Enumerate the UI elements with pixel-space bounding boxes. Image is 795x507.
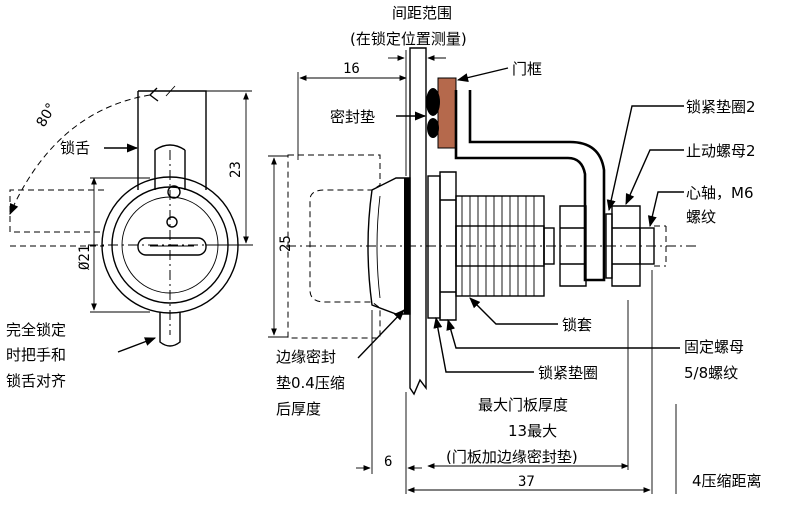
pin-hole (166, 216, 178, 228)
tongue (137, 90, 207, 190)
dim-37: 37 (518, 474, 535, 490)
dim-21: Ø21 (77, 245, 93, 270)
label-spacing-range: 间距范围 (392, 4, 452, 22)
rotation-arc (13, 94, 151, 206)
label-full-lock-1: 完全锁定 (6, 321, 66, 339)
label-fixing-nut: 固定螺母 (684, 338, 744, 356)
angle-label: 80° (34, 100, 60, 130)
label-max-panel-1: 最大门板厚度 (478, 396, 568, 414)
dim-16: 16 (343, 61, 360, 77)
label-lock-sleeve: 锁套 (562, 316, 592, 334)
dim-6: 6 (384, 454, 392, 470)
seal-gasket-top (426, 88, 440, 116)
keyway (137, 237, 207, 256)
label-full-lock-2: 时把手和 (6, 346, 66, 364)
label-compress-distance: 4压缩距离 (692, 472, 762, 490)
label-lock-washer: 锁紧垫圈 (538, 364, 598, 382)
front-view: 80° 23 Ø21 锁舌 (6, 85, 253, 390)
label-gasket: 密封垫 (330, 108, 375, 126)
lock-washer (427, 175, 441, 319)
dim-25: 25 (278, 235, 294, 252)
fixing-nut (439, 171, 457, 321)
label-door-frame: 门框 (512, 60, 542, 78)
label-max-panel-2: 13最大 (508, 422, 557, 440)
label-edge-gasket-1: 边缘密封 (276, 348, 336, 366)
rotated-tongue-outline (9, 189, 104, 233)
label-max-panel-3: (门板加边缘密封垫) (446, 448, 578, 466)
label-thread-58: 5/8螺纹 (684, 364, 738, 382)
label-lock-washer-2: 锁紧垫圈2 (686, 98, 756, 116)
cam-arm (454, 90, 606, 282)
label-measured-locked: (在锁定位置测量) (350, 30, 467, 48)
label-tongue: 锁舌 (60, 139, 90, 157)
label-edge-gasket-2: 垫0.4压缩 (276, 374, 345, 392)
label-spindle-m6: 心轴，M6 (686, 184, 754, 202)
gasket-outline (287, 154, 381, 339)
dim-23: 23 (228, 161, 244, 178)
label-thread: 螺纹 (686, 208, 716, 226)
label-full-lock-3: 锁舌对齐 (6, 372, 66, 390)
side-view: 25 16 (268, 4, 762, 494)
door-frame (437, 77, 457, 149)
label-stop-nut-2: 止动螺母2 (686, 142, 756, 160)
label-edge-gasket-3: 后厚度 (276, 400, 321, 418)
handle-stub (159, 312, 181, 347)
seal-gasket-bottom (427, 118, 439, 138)
pin-hole-top (167, 185, 181, 199)
cam-nut (559, 205, 587, 287)
door-panel (409, 47, 427, 396)
